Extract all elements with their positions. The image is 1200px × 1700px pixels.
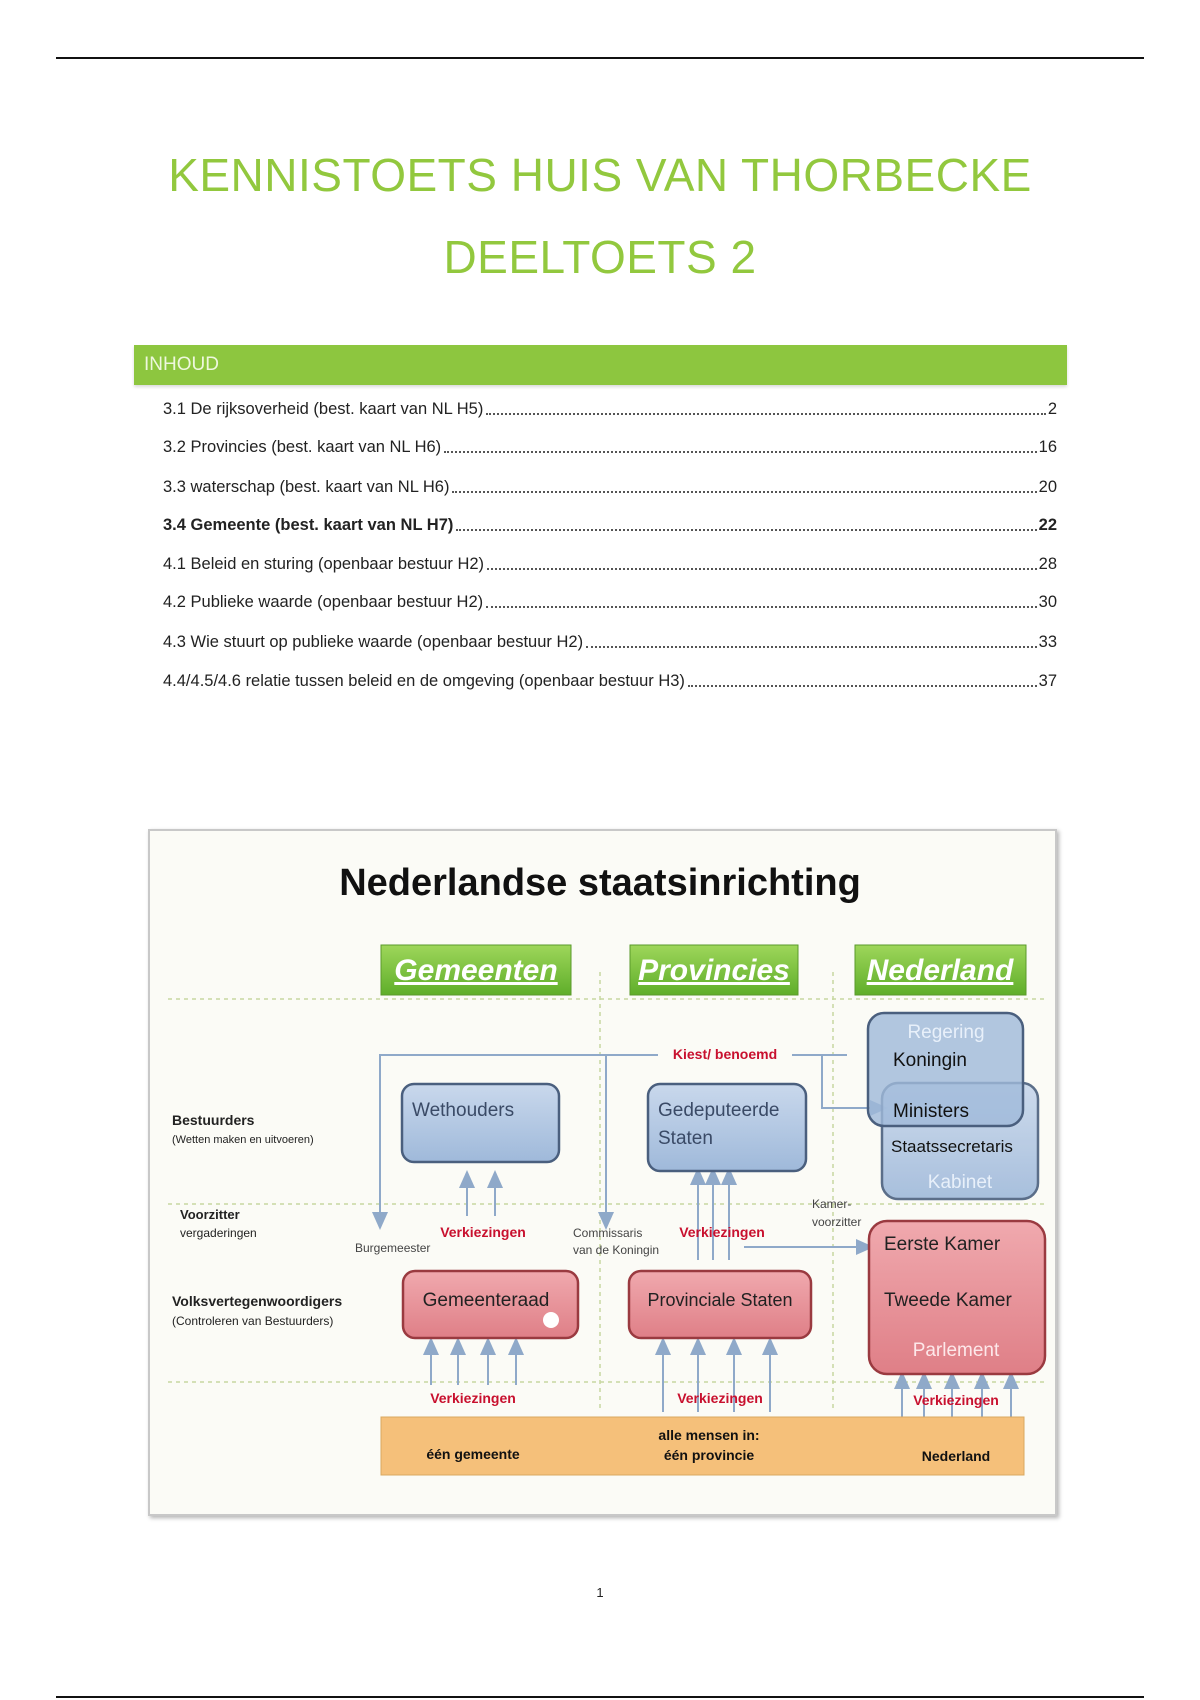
toc-leader-dots: [456, 529, 1037, 531]
connector-lines: [372, 1054, 1019, 1417]
cursor-dot: [543, 1312, 559, 1328]
toc-entry-page: 16: [1038, 438, 1057, 456]
verkiezingen-wethouders: Verkiezingen: [440, 1224, 526, 1240]
toc-leader-dots: [452, 491, 1037, 493]
toc-entry-page: 28: [1038, 555, 1057, 573]
toc-leader-dots: [687, 685, 1037, 687]
kiest-benoemd-label: Kiest/ benoemd: [673, 1046, 777, 1062]
toc-entry-page: 37: [1038, 672, 1057, 690]
toc-entry[interactable]: 4.2 Publieke waarde (openbaar bestuur H2…: [163, 590, 1057, 612]
toc-entry[interactable]: 4.4/4.5/4.6 relatie tussen beleid en de …: [163, 669, 1057, 691]
toc-entry[interactable]: 3.2 Provincies (best. kaart van NL H6) 16: [163, 435, 1057, 457]
label-kamer-2: voorzitter: [812, 1215, 861, 1229]
toc-heading: INHOUD: [144, 354, 219, 375]
toc-entry-page: 22: [1038, 516, 1057, 534]
toc-entry-label: 3.2 Provincies (best. kaart van NL H6): [163, 438, 442, 456]
label-burgemeester: Burgemeester: [355, 1241, 430, 1255]
toc-entry[interactable]: 4.1 Beleid en sturing (openbaar bestuur …: [163, 552, 1057, 574]
box-staatssecretaris: Staatssecretaris: [891, 1137, 1013, 1156]
base-gemeente: één gemeente: [426, 1446, 520, 1462]
top-rule: [56, 57, 1144, 59]
verkiezingen-provinciale: Verkiezingen: [677, 1390, 763, 1406]
toc-entry-label: 3.1 De rijksoverheid (best. kaart van NL…: [163, 400, 484, 418]
box-parlement: Parlement: [913, 1340, 1000, 1361]
row-labels: Bestuurders (Wetten maken en uitvoeren) …: [172, 1112, 342, 1328]
label-volksvertegenwoordigers: Volksvertegenwoordigers: [172, 1293, 342, 1309]
box-koningin: Koningin: [893, 1050, 967, 1071]
box-ministers: Ministers: [893, 1101, 969, 1122]
box-gedeputeerde-line2: Staten: [658, 1128, 713, 1149]
base-alle-mensen: alle mensen in:: [658, 1427, 759, 1443]
label-kamer-1: Kamer-: [812, 1197, 851, 1211]
toc-entry-label: 3.4 Gemeente (best. kaart van NL H7): [163, 516, 454, 534]
box-provinciale-staten: Provinciale Staten: [647, 1290, 792, 1310]
toc-heading-bar: INHOUD: [134, 345, 1067, 385]
toc-entry[interactable]: 4.3 Wie stuurt op publieke waarde (openb…: [163, 630, 1057, 652]
label-bestuurders-sub: (Wetten maken en uitvoeren): [172, 1134, 314, 1146]
verkiezingen-gemeenteraad: Verkiezingen: [430, 1390, 516, 1406]
header-gemeenten: Gemeenten: [394, 954, 557, 987]
base-nederland: Nederland: [922, 1448, 990, 1464]
box-gedeputeerde-line1: Gedeputeerde: [658, 1100, 780, 1121]
toc-entry-label: 4.4/4.5/4.6 relatie tussen beleid en de …: [163, 672, 685, 690]
label-bestuurders: Bestuurders: [172, 1112, 255, 1128]
bottom-rule: [56, 1696, 1144, 1698]
header-provincies: Provincies: [638, 954, 790, 987]
toc-entry-page: 30: [1038, 593, 1057, 611]
label-voorzitter: Voorzitter: [180, 1207, 240, 1222]
box-eerste-kamer: Eerste Kamer: [884, 1234, 1001, 1255]
toc-entry[interactable]: 3.1 De rijksoverheid (best. kaart van NL…: [163, 397, 1057, 419]
toc-entry-label: 4.1 Beleid en sturing (openbaar bestuur …: [163, 555, 485, 573]
column-headers: Gemeenten Provincies Nederland: [380, 944, 1027, 996]
toc-leader-dots: [486, 413, 1046, 415]
toc-entry-page: 33: [1038, 633, 1057, 651]
blue-boxes: [400, 1011, 1040, 1201]
box-regering: Regering: [907, 1022, 984, 1043]
document-title-line2: DEELTOETS 2: [443, 231, 757, 283]
toc-entry-page: 2: [1047, 400, 1057, 418]
toc-leader-dots: [487, 568, 1037, 570]
box-tweede-kamer: Tweede Kamer: [884, 1290, 1012, 1311]
diagram-title: Nederlandse staatsinrichting: [339, 862, 861, 904]
document-title-line1: KENNISTOETS HUIS VAN THORBECKE: [168, 149, 1032, 201]
page-number: 1: [596, 1585, 604, 1600]
toc-entry[interactable]: 3.4 Gemeente (best. kaart van NL H7) 22: [163, 513, 1057, 535]
red-boxes: [401, 1219, 1047, 1376]
label-vergaderingen: vergaderingen: [180, 1226, 257, 1240]
base-provincie: één provincie: [664, 1447, 754, 1463]
label-commissaris-2: van de Koningin: [573, 1243, 659, 1257]
label-volks-sub: (Controleren van Bestuurders): [172, 1314, 333, 1328]
box-kabinet: Kabinet: [928, 1172, 993, 1193]
toc-entry[interactable]: 3.3 waterschap (best. kaart van NL H6) 20: [163, 475, 1057, 497]
toc-leader-dots: [486, 606, 1037, 608]
population-bar: [380, 1416, 1025, 1476]
box-wethouders: Wethouders: [412, 1100, 514, 1121]
toc-entry-page: 20: [1038, 478, 1057, 496]
toc-leader-dots: [586, 646, 1037, 648]
verkiezingen-parlement: Verkiezingen: [913, 1392, 999, 1408]
header-nederland: Nederland: [867, 954, 1014, 987]
toc-entry-label: 4.2 Publieke waarde (openbaar bestuur H2…: [163, 593, 484, 611]
verkiezingen-gedeputeerde: Verkiezingen: [679, 1224, 765, 1240]
toc-leader-dots: [444, 451, 1037, 453]
label-commissaris-1: Commissaris: [573, 1226, 642, 1240]
toc-entry-label: 4.3 Wie stuurt op publieke waarde (openb…: [163, 633, 584, 651]
box-gemeenteraad: Gemeenteraad: [423, 1290, 550, 1311]
toc-entry-label: 3.3 waterschap (best. kaart van NL H6): [163, 478, 450, 496]
